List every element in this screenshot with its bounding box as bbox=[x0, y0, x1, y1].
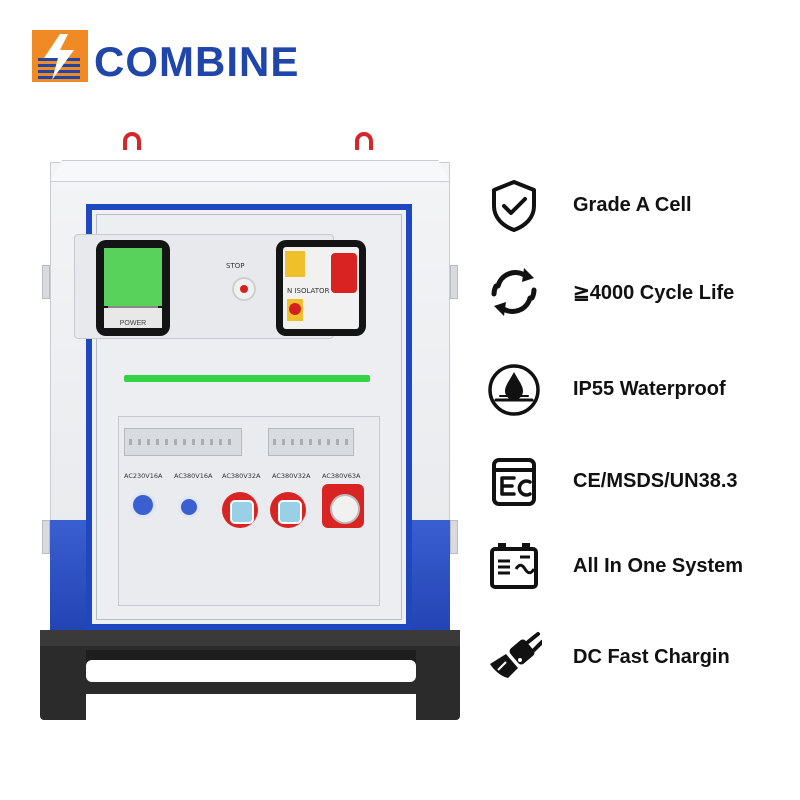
isolator-panel: N ISOLATOR bbox=[283, 247, 359, 329]
breaker-row-left bbox=[124, 428, 242, 456]
brand-name: COMBINE bbox=[94, 38, 300, 85]
feature-label: ≧4000 Cycle Life bbox=[573, 282, 735, 304]
side-latch bbox=[450, 265, 458, 299]
emergency-stop-button bbox=[232, 277, 256, 301]
feature-label: All In One System bbox=[573, 555, 744, 577]
isolator-switch: N ISOLATOR bbox=[276, 240, 366, 336]
socket-ac380v32a bbox=[222, 492, 258, 528]
feature-label: Grade A Cell bbox=[573, 194, 692, 216]
feature-item: CE/MSDS/UN38.3 bbox=[480, 450, 790, 510]
socket-label: AC380V32A bbox=[222, 472, 261, 480]
logo-mark-icon bbox=[32, 30, 88, 82]
battery-cabinet-illustration: POWER STOP N ISOLATOR AC230V16A AC380V16… bbox=[40, 120, 460, 720]
meter-screen bbox=[104, 248, 162, 306]
forklift-slot bbox=[86, 660, 416, 682]
socket-ac230v16a bbox=[130, 492, 156, 518]
isolator-label: N ISOLATOR bbox=[287, 287, 330, 295]
skid-foot-gap bbox=[86, 694, 416, 720]
feature-label: CE/MSDS/UN38.3 bbox=[573, 470, 738, 492]
feature-item: DC Fast Chargin bbox=[480, 626, 790, 686]
brand-logo: COMBINE bbox=[30, 28, 300, 88]
isolator-dial bbox=[287, 299, 303, 321]
certificate-icon bbox=[492, 458, 536, 506]
charging-plug-icon bbox=[490, 632, 542, 678]
socket-label: AC230V16A bbox=[124, 472, 163, 480]
power-label: POWER bbox=[119, 320, 147, 327]
cabinet-roof bbox=[50, 160, 450, 182]
feature-label: DC Fast Chargin bbox=[573, 646, 730, 668]
side-latch bbox=[42, 520, 50, 554]
shield-check-icon bbox=[492, 180, 536, 232]
socket-ac380v16a bbox=[178, 496, 200, 518]
side-latch bbox=[450, 520, 458, 554]
power-meter: POWER bbox=[96, 240, 170, 336]
feature-item: All In One System bbox=[480, 535, 790, 595]
socket-label: AC380V63A bbox=[322, 472, 361, 480]
feature-label: IP55 Waterproof bbox=[573, 378, 726, 400]
feature-item: Grade A Cell bbox=[480, 174, 790, 234]
breaker-row-right bbox=[268, 428, 354, 456]
isolator-handle bbox=[285, 251, 305, 277]
lifting-hook-left bbox=[123, 132, 141, 150]
socket-label: AC380V32A bbox=[272, 472, 311, 480]
water-drop-icon bbox=[488, 364, 540, 416]
socket-label: AC380V16A bbox=[174, 472, 213, 480]
feature-item: ≧4000 Cycle Life bbox=[480, 260, 790, 320]
skid-top-rail bbox=[40, 630, 460, 646]
cycle-arrows-icon bbox=[491, 268, 537, 316]
meter-strip bbox=[108, 306, 158, 308]
meter-lower bbox=[104, 308, 162, 328]
feature-item: IP55 Waterproof bbox=[480, 358, 790, 418]
side-latch bbox=[42, 265, 50, 299]
isolator-red-switch bbox=[331, 253, 357, 293]
socket-ac380v63a bbox=[322, 484, 364, 528]
stop-label: STOP bbox=[226, 262, 245, 270]
lifting-hook-right bbox=[355, 132, 373, 150]
battery-system-icon bbox=[490, 543, 538, 589]
socket-ac380v32a bbox=[270, 492, 306, 528]
status-led-bar bbox=[124, 375, 370, 382]
